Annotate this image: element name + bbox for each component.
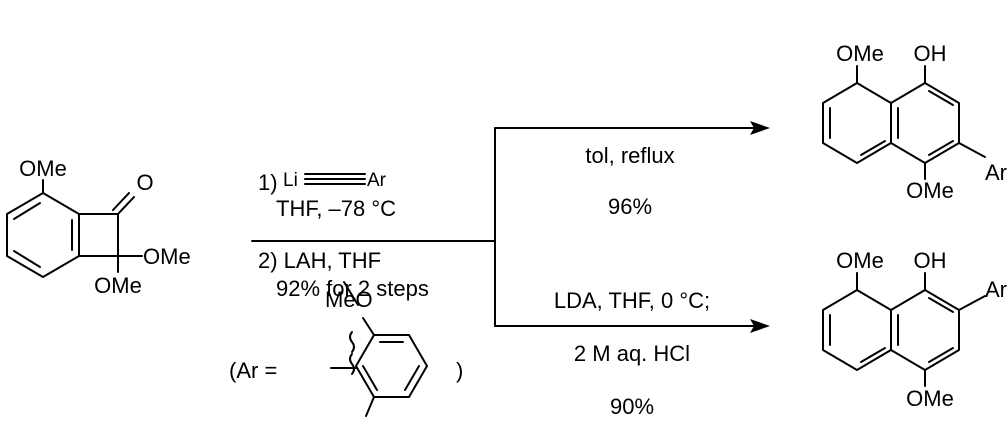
upper-path-conditions: tol, reflux 96% (585, 143, 674, 219)
reaction-arrows (251, 121, 770, 333)
ar-definition: (Ar = MeO ) (229, 281, 463, 417)
aromatic-double-bond (860, 347, 886, 363)
ome-right-label: OMe (143, 244, 191, 269)
aryl-ring (355, 334, 428, 398)
lower-arrowhead-icon (750, 319, 770, 333)
naphthalene-right-ring (890, 289, 960, 371)
step1-conditions: THF, –78 °C (276, 196, 396, 221)
upper-arrowhead-icon (750, 121, 770, 135)
aromatic-double-bond (860, 140, 886, 156)
lower-path-conditions: LDA, THF, 0 °C; 2 M aq. HCl 90% (554, 288, 710, 419)
lower-yield: 90% (610, 394, 654, 419)
ome-top-label: OMe (19, 156, 67, 181)
aryl-double-bond (404, 365, 420, 391)
product-bottom-ome-bottom: OMe (906, 386, 954, 411)
ar-def-prefix: (Ar = (229, 358, 277, 383)
carbonyl-oxygen-label: O (136, 170, 153, 195)
step1-reagents: 1) Li Ar THF, –78 °C 2) LAH, THF 92% for… (258, 170, 429, 301)
lower-conditions-2: 2 M aq. HCl (574, 341, 690, 366)
aromatic-double-bond (928, 297, 954, 313)
aromatic-double-bond (928, 347, 954, 363)
ar-bond (958, 295, 986, 311)
starting-material: OMe O OMe OMe (6, 156, 191, 298)
product-bottom-oh: OH (914, 248, 947, 273)
naphthalene-right-ring (890, 82, 960, 164)
lower-conditions-1: LDA, THF, 0 °C; (554, 288, 710, 313)
aromatic-double-bond (13, 250, 41, 268)
lithium-label: Li (283, 170, 298, 191)
product-bottom: OMe OH Ar OMe (822, 248, 1007, 411)
wavy-bond-icon (349, 331, 355, 375)
upper-yield: 96% (608, 194, 652, 219)
aromatic-double-bond (928, 140, 954, 156)
aromatic-double-bond (13, 202, 41, 220)
ar-def-suffix: ) (456, 358, 463, 383)
product-bottom-ar: Ar (985, 277, 1007, 302)
upper-conditions: tol, reflux (585, 143, 674, 168)
product-bottom-ome-peri: OMe (836, 248, 884, 273)
product-top-oh: OH (914, 41, 947, 66)
product-top-ome-bottom: OMe (906, 178, 954, 203)
carbonyl-bond (112, 192, 130, 211)
naphthalene-left-ring (822, 289, 892, 371)
product-top-ar: Ar (985, 160, 1007, 185)
step2-conditions: 2) LAH, THF (258, 248, 381, 273)
ome-bottom-label: OMe (94, 273, 142, 298)
meo-label: MeO (325, 287, 373, 312)
aryl-label: Ar (367, 170, 387, 191)
product-top: OMe OH Ar OMe (822, 41, 1007, 203)
benzene-ring (6, 192, 80, 278)
aryl-double-bond (362, 365, 378, 391)
naphthalene-left-ring (822, 82, 892, 164)
lower-substituent-bond (365, 396, 375, 417)
meo-bond (362, 317, 375, 336)
cyclobutanone-ring (78, 213, 119, 257)
step1-number: 1) (258, 170, 278, 195)
aromatic-double-bond (928, 90, 954, 106)
meo-methyl-bond (343, 281, 359, 306)
carbonyl-bond (117, 196, 135, 215)
product-top-ome-peri: OMe (836, 41, 884, 66)
ar-bond (958, 142, 986, 158)
